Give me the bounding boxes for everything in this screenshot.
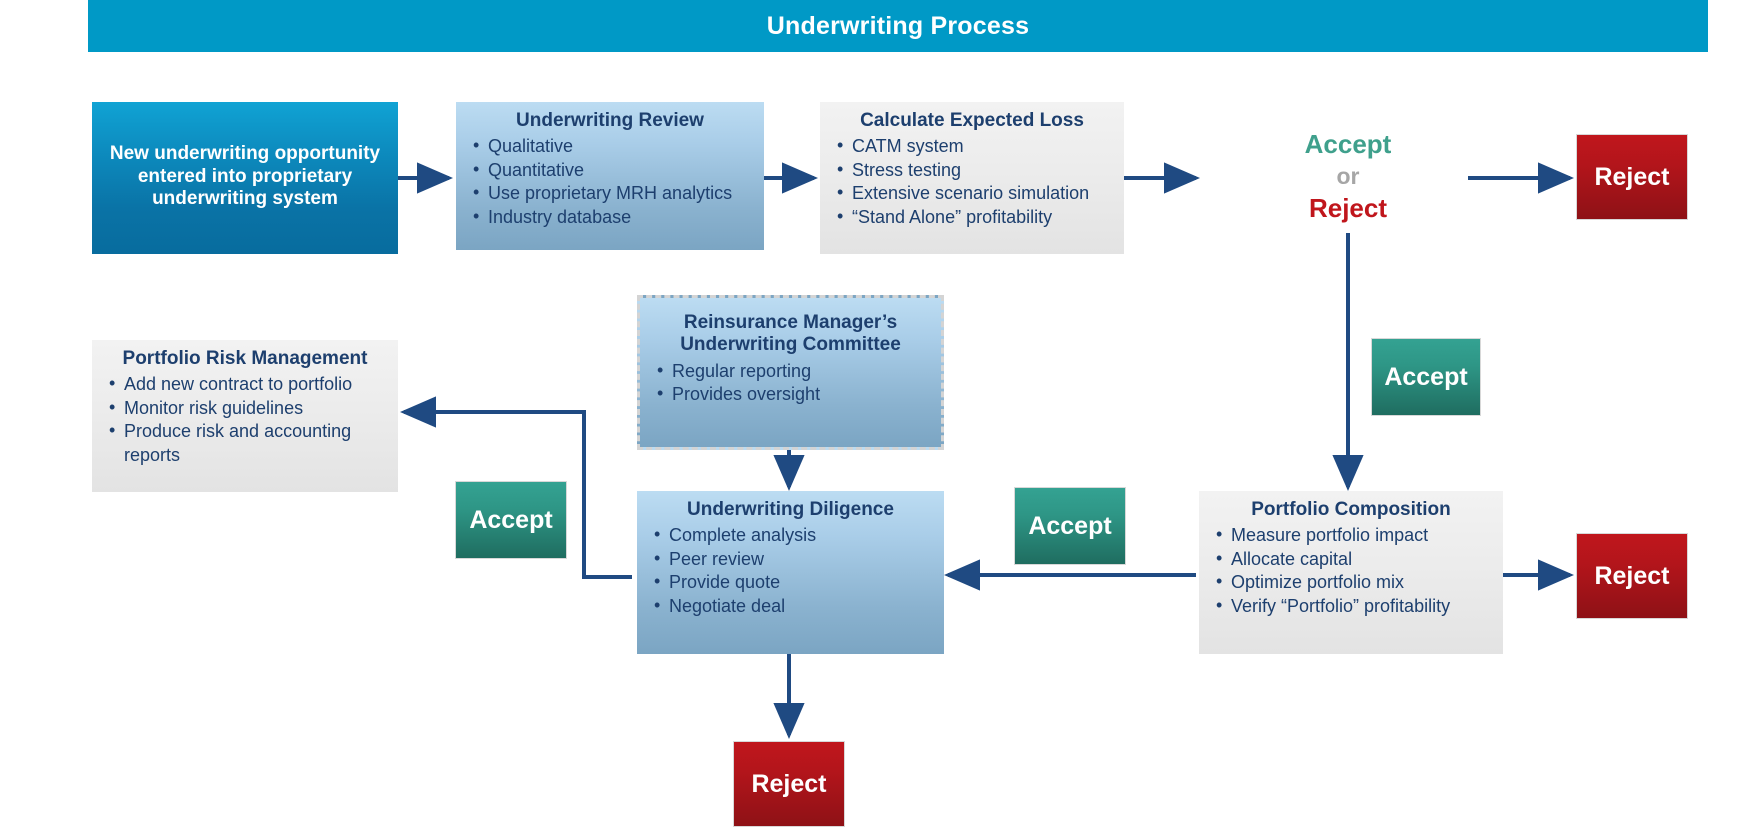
list-item: Industry database	[466, 205, 754, 229]
list-item: Stress testing	[830, 158, 1114, 182]
list-item: Use proprietary MRH analytics	[466, 181, 754, 205]
node-underwriting-review-title: Underwriting Review	[516, 110, 704, 131]
list-item: Negotiate deal	[647, 594, 934, 618]
list-item: Optimize portfolio mix	[1209, 570, 1493, 594]
list-item: “Stand Alone” profitability	[830, 205, 1114, 229]
node-reject-bottom-label: Reject	[751, 769, 827, 798]
node-calculate-expected-loss-bullets: CATM system Stress testing Extensive sce…	[830, 134, 1114, 229]
node-accept-middle-label: Accept	[1028, 511, 1112, 540]
node-portfolio-risk-management[interactable]: Portfolio Risk Management Add new contra…	[92, 340, 398, 492]
node-portfolio-risk-management-bullets: Add new contract to portfolio Monitor ri…	[102, 372, 388, 467]
node-portfolio-risk-management-title: Portfolio Risk Management	[122, 348, 368, 369]
list-item: Produce risk and accounting reports	[102, 419, 388, 467]
decision-or-label: or	[1336, 162, 1360, 189]
node-calculate-expected-loss[interactable]: Calculate Expected Loss CATM system Stre…	[820, 102, 1124, 254]
node-reject-bottom[interactable]: Reject	[733, 741, 845, 827]
list-item: Regular reporting	[650, 359, 931, 383]
decision-accept-or-reject: Accept or Reject	[1258, 128, 1438, 225]
node-new-opportunity[interactable]: New underwriting opportunity entered int…	[92, 102, 398, 254]
node-new-opportunity-title: New underwriting opportunity entered int…	[109, 143, 381, 210]
list-item: Quantitative	[466, 158, 754, 182]
node-underwriting-diligence[interactable]: Underwriting Diligence Complete analysis…	[637, 491, 944, 654]
node-accept-right-label: Accept	[1384, 362, 1468, 391]
list-item: Monitor risk guidelines	[102, 396, 388, 420]
node-underwriting-review[interactable]: Underwriting Review Qualitative Quantita…	[456, 102, 764, 250]
list-item: Complete analysis	[647, 523, 934, 547]
list-item: Allocate capital	[1209, 547, 1493, 571]
node-reinsurance-committee-title: Reinsurance Manager’s Underwriting Commi…	[680, 312, 901, 356]
page-title-bar: Underwriting Process	[88, 0, 1708, 52]
node-accept-middle[interactable]: Accept	[1014, 487, 1126, 565]
list-item: Measure portfolio impact	[1209, 523, 1493, 547]
node-portfolio-composition[interactable]: Portfolio Composition Measure portfolio …	[1199, 491, 1503, 654]
node-underwriting-diligence-title: Underwriting Diligence	[687, 499, 894, 520]
node-reinsurance-committee[interactable]: Reinsurance Manager’s Underwriting Commi…	[637, 295, 944, 450]
node-accept-right[interactable]: Accept	[1371, 338, 1481, 416]
list-item: Add new contract to portfolio	[102, 372, 388, 396]
node-calculate-expected-loss-title: Calculate Expected Loss	[860, 110, 1084, 131]
list-item: Verify “Portfolio” profitability	[1209, 594, 1493, 618]
node-accept-left[interactable]: Accept	[455, 481, 567, 559]
list-item: Qualitative	[466, 134, 754, 158]
page-title: Underwriting Process	[766, 11, 1030, 40]
node-reject-top[interactable]: Reject	[1576, 134, 1688, 220]
decision-reject-label: Reject	[1308, 192, 1388, 223]
list-item: CATM system	[830, 134, 1114, 158]
node-accept-left-label: Accept	[469, 505, 553, 534]
node-reject-right[interactable]: Reject	[1576, 533, 1688, 619]
node-underwriting-diligence-bullets: Complete analysis Peer review Provide qu…	[647, 523, 934, 618]
node-underwriting-review-bullets: Qualitative Quantitative Use proprietary…	[466, 134, 754, 229]
list-item: Provides oversight	[650, 382, 931, 406]
list-item: Extensive scenario simulation	[830, 181, 1114, 205]
node-portfolio-composition-bullets: Measure portfolio impact Allocate capita…	[1209, 523, 1493, 618]
list-item: Provide quote	[647, 570, 934, 594]
decision-accept-label: Accept	[1304, 129, 1392, 159]
list-item: Peer review	[647, 547, 934, 571]
node-portfolio-composition-title: Portfolio Composition	[1251, 499, 1451, 520]
node-reject-top-label: Reject	[1594, 162, 1670, 191]
node-reject-right-label: Reject	[1594, 561, 1670, 590]
node-reinsurance-committee-bullets: Regular reporting Provides oversight	[650, 359, 931, 407]
